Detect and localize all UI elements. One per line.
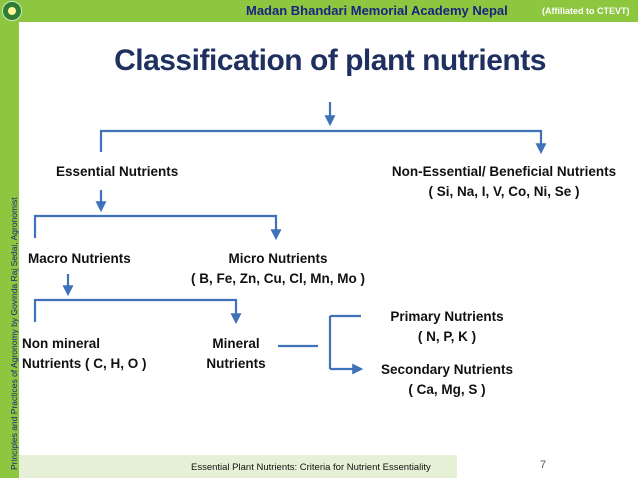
- micro-nutrients-label: Micro Nutrients ( B, Fe, Zn, Cu, Cl, Mn,…: [183, 249, 373, 289]
- micro-title: Micro Nutrients: [228, 251, 328, 266]
- footer-caption: Essential Plant Nutrients: Criteria for …: [191, 462, 431, 473]
- secondary-title: Secondary Nutrients: [380, 362, 514, 377]
- non-essential-nutrients-label: Non-Essential/ Beneficial Nutrients ( Si…: [388, 162, 620, 202]
- macro-nutrients-label: Macro Nutrients: [28, 251, 131, 266]
- connector-macro-micro-branch: [33, 214, 282, 241]
- non-essential-elements: ( Si, Na, I, V, Co, Ni, Se ): [428, 184, 580, 199]
- primary-title: Primary Nutrients: [390, 309, 504, 324]
- essential-nutrients-label: Essential Nutrients: [56, 164, 179, 179]
- header-bar: Madan Bhandari Memorial Academy Nepal (A…: [0, 0, 638, 22]
- non-essential-title: Non-Essential/ Beneficial Nutrients: [391, 164, 617, 179]
- academy-logo-icon: [2, 1, 22, 21]
- non-mineral-elements: Nutrients ( C, H, O ): [22, 356, 147, 371]
- connector-mineral-branch: [33, 298, 242, 325]
- academy-name: Madan Bhandari Memorial Academy Nepal: [246, 3, 508, 18]
- mineral-nutrients-label: Mineral Nutrients: [196, 334, 276, 374]
- micro-elements: ( B, Fe, Zn, Cu, Cl, Mn, Mo ): [191, 271, 365, 286]
- connector-mineral-split: [278, 314, 361, 369]
- non-mineral-nutrients-label: Non mineral Nutrients ( C, H, O ): [22, 334, 147, 374]
- footer-bar: [19, 455, 457, 478]
- secondary-elements: ( Ca, Mg, S ): [408, 382, 486, 397]
- connector-top-branch: [99, 129, 547, 155]
- affiliation-note: (Affiliated to CTEVT): [542, 6, 630, 16]
- primary-nutrients-label: Primary Nutrients ( N, P, K ): [372, 307, 522, 347]
- non-mineral-title: Non mineral: [22, 336, 101, 351]
- mineral-subtitle: Nutrients: [206, 356, 266, 371]
- primary-elements: ( N, P, K ): [417, 329, 477, 344]
- slide-title: Classification of plant nutrients: [114, 44, 546, 77]
- mineral-title: Mineral: [212, 336, 260, 351]
- left-sidebar: [0, 22, 19, 478]
- secondary-nutrients-label: Secondary Nutrients ( Ca, Mg, S ): [372, 360, 522, 400]
- page-number: 7: [540, 459, 547, 471]
